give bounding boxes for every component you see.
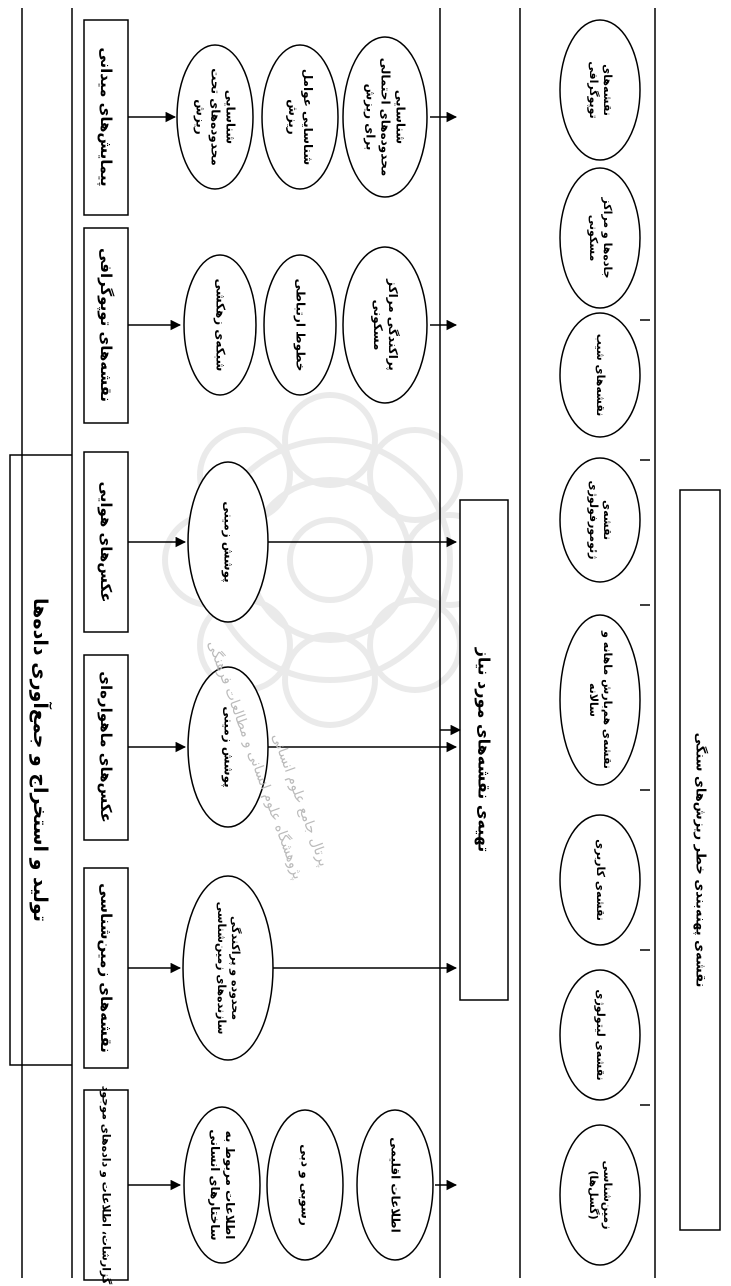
box-topo [83, 227, 129, 424]
map-7: نقشه‌ی لیتولوژی [593, 989, 607, 1081]
box-middle [459, 499, 509, 1001]
map-4: نقشه‌ی ژئومورفولوژی [587, 480, 614, 560]
box-geology [83, 867, 129, 1069]
box-final [679, 489, 721, 1231]
source-satellite: عکس‌های ماهواره‌ای [97, 671, 115, 823]
source-topo: نقشه‌های توپوگرافی [97, 247, 115, 403]
map-1: نقشه‌های توپوگرافی [587, 61, 614, 119]
derived-topo-1: شبکه‌ی زهکشی [213, 278, 228, 372]
middle-label: تهیه‌ی نقشه‌های مورد نیاز [474, 647, 494, 853]
map-5: نقشه‌ی هم‌بارش ماهانه و سالانه [587, 631, 614, 769]
map-6: نقشه‌ی کاربری [593, 839, 607, 921]
title-bracket [9, 454, 72, 1066]
box-field [83, 19, 129, 216]
derived-field-2: شناسایی عوامل ریزش [286, 68, 315, 166]
derived-field-1: شناسایی محدوده‌های تحت ریزش [193, 68, 238, 166]
map-8: زمین‌شناسی (گسل‌ها) [587, 1160, 614, 1230]
derived-reports-3: اطلاعات اقلیمی [388, 1137, 403, 1233]
final-label: نقشه‌ی پهنه‌بندی خطر ریزش‌های سنگی [692, 732, 708, 988]
main-title: تولید و استخراج و جمع‌آوری داده‌ها [29, 598, 51, 922]
derived-reports-1: اطلاعات مربوط به ساختارهای انسانی [208, 1129, 237, 1241]
derived-aerial-1: پوشش زمینی [221, 501, 236, 583]
source-field: پیمایش‌های میدانی [97, 47, 115, 187]
derived-topo-2: خطوط ارتباطی [293, 278, 308, 372]
source-reports: گزارشات، اطلاعات و داده‌های موجود [99, 1085, 113, 1285]
source-aerial: عکس‌های هوایی [97, 481, 115, 603]
map-3: نقشه‌های شیب [593, 333, 607, 417]
derived-field-3: شناسایی محدوده‌های احتمالی برای ریزش [363, 57, 408, 177]
box-aerial [83, 451, 129, 633]
derived-reports-2: رسوبی و دبی [298, 1144, 313, 1226]
box-satellite [83, 654, 129, 841]
source-geology: نقشه‌های زمین‌شناسی [97, 883, 115, 1053]
derived-geology-1: محدوده و پراکندگی سازنده‌های زمین‌شناسی [215, 901, 242, 1035]
derived-topo-3: پراکندگی مراکز مسکونی [371, 279, 400, 371]
map-2: جاده‌ها و مراکز مسکونی [587, 197, 614, 279]
